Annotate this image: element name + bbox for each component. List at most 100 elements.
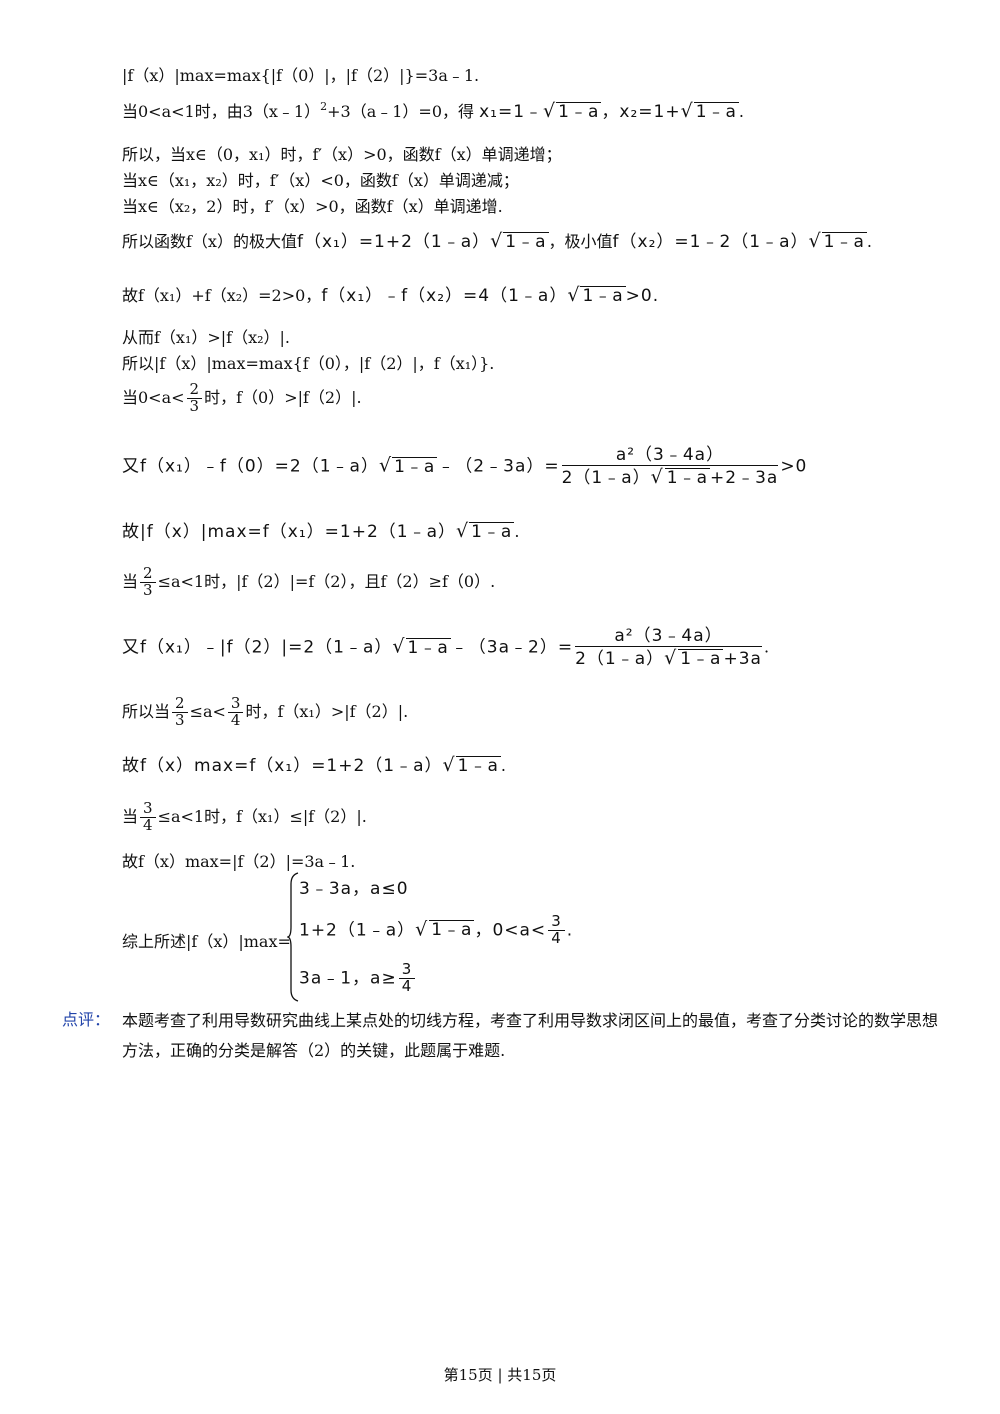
fraction: a²（3﹣4a）2（1﹣a）√1﹣a+3a [575, 626, 762, 670]
case-2-formula: 1+2（1﹣a） [299, 920, 416, 941]
denominator: 3 [143, 580, 153, 599]
numerator: 3 [140, 800, 156, 818]
denominator-part: 2（1﹣a） [561, 468, 651, 489]
formula: f（x₁）﹣f（x₂）=4（1﹣a） [321, 286, 568, 306]
line-roots: 当0<a<1时，由3（x﹣1）2+3（a﹣1）=0，得 x₁=1﹣√1﹣a，x₂… [122, 100, 744, 123]
text: ≤a< [189, 701, 226, 721]
sqrt-body: 1﹣a [693, 102, 739, 122]
sqrt-body: 1﹣a [678, 649, 724, 670]
formula: 故|f（x）|max=f（x₁）=1+2（1﹣a） [122, 522, 456, 542]
text: 时，f（0）>|f（2）|. [204, 387, 362, 407]
line-increase-2: 当x∈（x₂，2）时，f′（x）>0，函数f（x）单调递增. [122, 197, 503, 216]
text: . [738, 102, 745, 121]
formula: ﹣（2﹣3a）= [437, 456, 560, 477]
formula-x1: x₁=1﹣ [479, 102, 544, 122]
denominator: 2（1﹣a）√1﹣a+2﹣3a [562, 466, 779, 489]
sqrt-body: 1﹣a [664, 468, 711, 489]
denominator: 2（1﹣a）√1﹣a+3a [575, 647, 762, 670]
sqrt-icon: √ [664, 647, 678, 670]
comment-text: 本题考查了利用导数研究曲线上某点处的切线方程，考查了利用导数求闭区间上的最值，考… [122, 1011, 939, 1060]
sqrt-body: 1﹣a [469, 522, 515, 542]
formula-x2: ，x₂=1+ [601, 102, 681, 122]
line-sum-diff: 故f（x₁）+f（x₂）=2>0，f（x₁）﹣f（x₂）=4（1﹣a）√1﹣a>… [122, 284, 659, 307]
denominator: 3 [175, 710, 185, 729]
text: 所以函数f（x）的极大值 [122, 232, 297, 251]
formula: >0 [780, 456, 808, 477]
formula: ﹣（3a﹣2）= [450, 637, 574, 658]
sqrt-body: 1﹣a [429, 920, 475, 941]
denominator: 3 [189, 396, 200, 415]
text: . [866, 232, 872, 251]
line-extrema: 所以函数f（x）的极大值f（x₁）=1+2（1﹣a）√1﹣a，极小值f（x₂）=… [122, 230, 872, 253]
sqrt-icon: √ [567, 284, 580, 306]
line-max-candidates: 所以|f（x）|max=max{f（0），|f（2）|，f（x₁）}. [122, 354, 495, 373]
denominator: 4 [230, 710, 241, 729]
text: 当 [122, 571, 139, 591]
line-increase-1: 所以，当x∈（0，x₁）时，f′（x）>0，函数f（x）单调递增； [122, 145, 562, 164]
text: ≤a<1时，f（x₁）≤|f（2）|. [157, 806, 367, 826]
line-max-result-1: 故|f（x）|max=f（x₁）=1+2（1﹣a）√1﹣a. [122, 520, 519, 543]
denominator: 4 [401, 976, 413, 995]
formula: 故f（x）max=f（x₁）=1+2（1﹣a） [122, 756, 443, 776]
sqrt-body: 1﹣a [556, 102, 602, 122]
text: 故f（x₁）+f（x₂）=2>0， [122, 286, 322, 305]
formula: >0. [625, 286, 660, 306]
text: . [514, 522, 520, 541]
numerator: 2 [172, 695, 188, 713]
numerator: 3 [548, 913, 565, 931]
text: . [500, 756, 506, 775]
sqrt-icon: √ [442, 754, 455, 776]
numerator: 3 [398, 961, 416, 979]
formula: 又f（x₁）﹣|f（2）|=2（1﹣a） [122, 637, 393, 658]
sqrt-body: 1﹣a [821, 232, 867, 252]
exponent: 2 [320, 100, 328, 113]
left-brace-icon [287, 872, 299, 1002]
case-1: 3﹣3a，a≤0 [299, 879, 409, 899]
fraction: a²（3﹣4a）2（1﹣a）√1﹣a+2﹣3a [561, 445, 779, 489]
sqrt-icon: √ [392, 635, 405, 658]
comment-label: 点评： [62, 1010, 111, 1029]
text: 当0<a<1时，由3（x﹣1） [122, 102, 321, 121]
sqrt-icon: √ [808, 230, 821, 252]
sqrt-body: 1﹣a [405, 637, 451, 658]
sqrt-icon: √ [490, 230, 503, 252]
numerator: a²（3﹣4a） [575, 626, 762, 648]
text: ，极小值 [548, 232, 613, 251]
denominator-part: +2﹣3a [710, 468, 779, 489]
sqrt-icon: √ [680, 100, 693, 122]
summary-label: 综上所述|f（x）|max= [122, 932, 291, 951]
text: 所以当 [122, 701, 171, 721]
line-max-abs: |f（x）|max=max{|f（0）|，|f（2）|}=3a﹣1. [122, 66, 480, 85]
case-2-range: ，0<a< [474, 920, 547, 941]
numerator: 3 [227, 695, 244, 713]
numerator: 2 [140, 565, 156, 583]
line-decrease: 当x∈（x₁，x₂）时，f′（x）<0，函数f（x）单调递减； [122, 171, 519, 190]
sqrt-body: 1﹣a [503, 232, 549, 252]
line-max-result-2: 故f（x）max=f（x₁）=1+2（1﹣a）√1﹣a. [122, 754, 506, 777]
denominator: 4 [551, 928, 562, 947]
text: . [566, 920, 574, 941]
sqrt-icon: √ [415, 918, 429, 941]
sqrt-body: 1﹣a [392, 456, 438, 477]
line-max-result-3: 故f（x）max=|f（2）|=3a﹣1. [122, 852, 356, 871]
line-diff-f0: 又f（x₁）﹣f（0）=2（1﹣a）√1﹣a﹣（2﹣3a）=a²（3﹣4a）2（… [122, 445, 807, 489]
line-diff-f2: 又f（x₁）﹣|f（2）|=2（1﹣a）√1﹣a﹣（3a﹣2）=a²（3﹣4a）… [122, 626, 769, 670]
text: 当0<a< [122, 387, 185, 407]
text: 时，f（x₁）>|f（2）|. [245, 701, 409, 721]
denominator: 4 [143, 815, 153, 834]
denominator-part: 2（1﹣a） [575, 649, 665, 670]
formula: f（x₂）=1﹣2（1﹣a） [612, 232, 809, 252]
text: 当 [122, 806, 139, 826]
text: . [763, 637, 770, 657]
